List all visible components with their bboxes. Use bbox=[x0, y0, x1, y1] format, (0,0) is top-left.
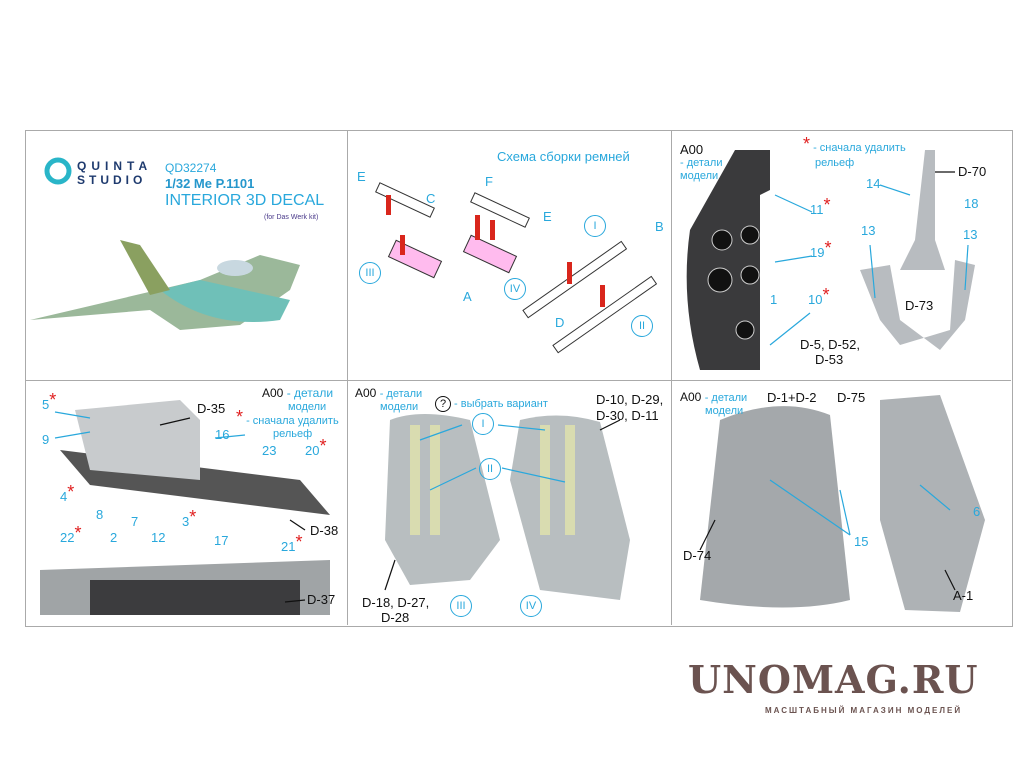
variant-circle: II bbox=[631, 315, 653, 337]
parts-note: модели bbox=[380, 401, 419, 413]
callout: 13 bbox=[861, 223, 876, 238]
variant-circle: III bbox=[450, 595, 472, 617]
a00-label: A00 bbox=[680, 390, 702, 404]
callout: 1 bbox=[770, 292, 778, 307]
label-c: C bbox=[426, 191, 436, 206]
callout: 12 bbox=[151, 530, 166, 545]
callout: 11 bbox=[810, 202, 824, 217]
divider bbox=[25, 380, 1011, 381]
callout: 5 bbox=[42, 397, 50, 412]
callout: D-1+D-2 bbox=[767, 390, 817, 405]
star-note-text: - сначала удалить bbox=[813, 142, 906, 154]
callout: 8 bbox=[96, 507, 104, 522]
aircraft-illustration bbox=[30, 240, 300, 330]
callout: 20 bbox=[305, 443, 320, 458]
callout: 9 bbox=[42, 432, 50, 447]
model-name: 1/32 Me P.1101 bbox=[165, 176, 255, 191]
sheet-frame bbox=[25, 130, 1013, 627]
star-note-text: рельеф bbox=[815, 157, 855, 169]
callout: D-70 bbox=[958, 164, 987, 179]
callout: D-37 bbox=[307, 592, 336, 607]
callout: 4 bbox=[60, 489, 68, 504]
callout: 18 bbox=[964, 196, 979, 211]
callout: 7 bbox=[131, 514, 139, 529]
variant-circle: II bbox=[479, 458, 501, 480]
callout: 17 bbox=[214, 533, 229, 548]
a00-label: A00 bbox=[680, 142, 704, 157]
label-b: B bbox=[655, 219, 664, 234]
label-d: D bbox=[555, 315, 565, 330]
callout: 10 bbox=[808, 292, 823, 307]
callout: 19 bbox=[810, 245, 825, 260]
a00-label: A00 bbox=[355, 386, 377, 400]
variant-circle: III bbox=[359, 262, 381, 284]
callout: 2 bbox=[110, 530, 118, 545]
callout: D-28 bbox=[381, 610, 410, 625]
callout: D-53 bbox=[815, 352, 844, 367]
parts-note: - детали bbox=[704, 392, 748, 404]
callout: D-38 bbox=[310, 523, 339, 538]
parts-note: модели bbox=[705, 405, 744, 417]
callout: 3 bbox=[182, 514, 190, 529]
question-icon: ? bbox=[435, 396, 451, 412]
callout: D-74 bbox=[683, 548, 712, 563]
star-note-text: рельеф bbox=[273, 428, 313, 440]
parts-note: модели bbox=[288, 401, 327, 413]
label-f: F bbox=[485, 174, 493, 189]
callout: D-35 bbox=[197, 401, 226, 416]
label-e: E bbox=[543, 209, 552, 224]
watermark-tagline: МАСШТАБНЫЙ МАГАЗИН МОДЕЛЕЙ bbox=[765, 706, 963, 715]
callout: D-75 bbox=[837, 390, 866, 405]
callout: A-1 bbox=[953, 588, 974, 603]
callout: 6 bbox=[973, 504, 981, 519]
product-title: INTERIOR 3D DECAL bbox=[165, 192, 325, 209]
label-e: E bbox=[357, 169, 366, 184]
callout: D-5, D-52, bbox=[800, 337, 860, 352]
divider bbox=[671, 130, 672, 625]
callout: 23 bbox=[262, 443, 277, 458]
variant-circle: I bbox=[584, 215, 606, 237]
callout: 22 bbox=[60, 530, 75, 545]
callout: D-18, D-27, bbox=[362, 595, 430, 610]
logo-mark bbox=[44, 157, 72, 185]
a00-label: A00 bbox=[262, 386, 284, 400]
parts-note: - детали bbox=[379, 388, 423, 400]
belt-diagram-title: Схема сборки ремней bbox=[497, 149, 630, 164]
label-a: A bbox=[463, 289, 472, 304]
callout: 21 bbox=[281, 539, 296, 554]
parts-note: - детали модели bbox=[680, 157, 723, 182]
callout: 16 bbox=[215, 427, 230, 442]
brand-line1: QUINTA bbox=[77, 159, 153, 173]
callout: D-10, D-29, bbox=[596, 392, 664, 407]
star-note-text: - сначала удалить bbox=[246, 415, 339, 427]
watermark-logo: UNOMAG.RU bbox=[688, 657, 979, 702]
callout: 15 bbox=[854, 534, 869, 549]
kit-note: (for Das Werk kit) bbox=[264, 214, 319, 221]
callout: D-30, D-11 bbox=[596, 408, 659, 423]
brand-line2: STUDIO bbox=[77, 173, 147, 187]
product-code: QD32274 bbox=[165, 161, 217, 175]
choose-note: - выбрать вариант bbox=[454, 398, 548, 410]
callout: 13 bbox=[963, 227, 978, 242]
callout: D-73 bbox=[905, 298, 934, 313]
parts-note: - детали bbox=[286, 386, 334, 400]
divider bbox=[347, 130, 348, 625]
variant-circle: IV bbox=[504, 278, 526, 300]
variant-circle: I bbox=[472, 413, 494, 435]
callout: 14 bbox=[866, 176, 881, 191]
star-note: * - сначала удалить bbox=[803, 134, 906, 154]
variant-circle: IV bbox=[520, 595, 542, 617]
